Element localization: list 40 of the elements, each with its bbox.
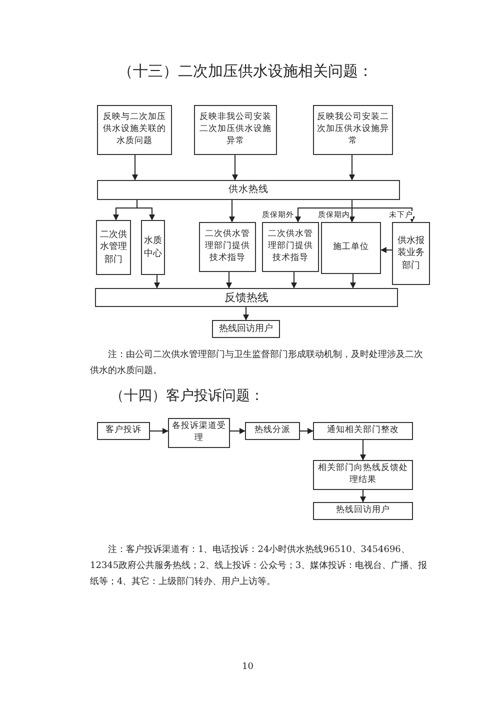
- arrow: [360, 440, 366, 460]
- process-box: 反映我公司安装二次加压供水设施异常: [313, 105, 393, 155]
- arrow: [350, 274, 356, 288]
- process-box: 热线分派: [245, 422, 300, 440]
- process-box: 水质中心: [141, 220, 165, 275]
- arrow: [230, 428, 246, 434]
- arrow: [291, 272, 297, 288]
- arrow: [300, 428, 314, 434]
- arrow: [232, 154, 238, 180]
- process-box: 热线回访用户: [313, 502, 413, 520]
- process-box: 二次供水管理部门提供技术指导: [262, 222, 319, 272]
- arrow: [380, 247, 392, 253]
- page-number: 10: [242, 661, 254, 674]
- arrow: [349, 154, 355, 180]
- arrow: [136, 200, 155, 220]
- note-text: 注：由公司二次供水管理部门与卫生监督部门形成联动机制，及时处理涉及二次供水的水质问题。: [90, 348, 424, 378]
- hotline-bar: 供水热线: [97, 180, 400, 200]
- process-box: 通知相关部门整改: [313, 422, 413, 440]
- arrow: [360, 490, 366, 502]
- process-box: 二次供水管理部门提供技术指导: [199, 222, 256, 272]
- process-box: 热线回访用户: [212, 320, 280, 338]
- process-box: 施工单位: [321, 222, 381, 274]
- arrow: [226, 272, 232, 288]
- hotline-bar: 反馈热线: [95, 288, 398, 307]
- arrow: [132, 154, 138, 180]
- heading: （十四）客户投诉问题：: [110, 387, 265, 406]
- process-box: 反映与二次加压供水设施关联的水质问题: [97, 105, 172, 155]
- arrow: [229, 200, 235, 222]
- process-box: 二次供水管理部门: [96, 220, 131, 275]
- process-box: 供水报装业务部门: [392, 222, 430, 285]
- process-box: 客户投诉: [97, 422, 150, 440]
- arrow: [154, 274, 160, 288]
- process-box: 反映非我公司安装二次加压供水设施异常: [194, 105, 277, 155]
- note-text: 注：客户投诉渠道有：1、电话投诉：24小时供水热线96510、3454696、12345政府公共服务热线；2、线上投诉：公众号；3、媒体投诉：电视台、广播、报纸等；4、其它：上级部门转办、用户上访等。: [90, 544, 428, 588]
- heading: （十三）二次加压供水设施相关问题：: [118, 61, 373, 82]
- arrow: [243, 306, 249, 320]
- arrow: [352, 200, 415, 222]
- arrow: [150, 428, 168, 434]
- process-box: 各投诉渠道受理: [168, 418, 230, 448]
- process-box: 相关部门向热线反馈处理结果: [313, 460, 413, 490]
